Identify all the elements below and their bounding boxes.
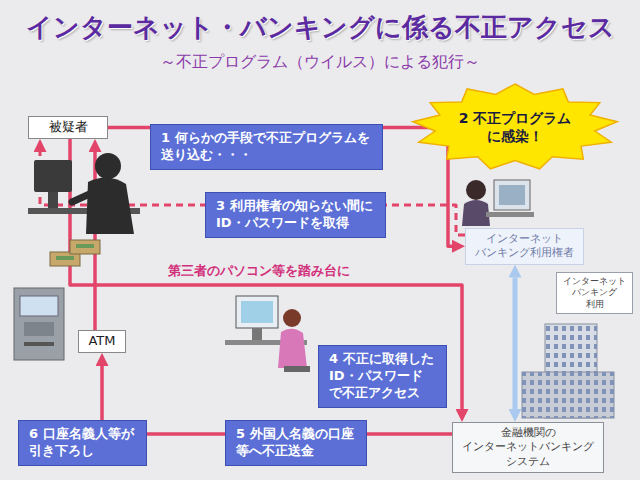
third-party-head <box>283 309 301 327</box>
atm-keypad <box>24 322 54 336</box>
monitor-stand <box>252 328 262 340</box>
box-text: 3 利用権者の知らない間に ID・パスワードを取得 <box>216 198 375 232</box>
suspect-body <box>86 177 134 234</box>
box-text: 1 何らかの手段で不正プログラムを 送り込む・・・ <box>161 130 372 164</box>
suspect-arm <box>72 192 94 202</box>
bank-wing <box>522 372 614 418</box>
step-box: 4 不正に取得した ID・パスワード で不正アクセス <box>318 345 447 408</box>
user-desk <box>486 212 534 217</box>
user-body <box>462 200 490 226</box>
flow-arrow <box>70 139 462 409</box>
atm-label: ATM <box>78 330 126 353</box>
flow-arrow <box>513 278 518 409</box>
third-party-screen <box>241 301 273 323</box>
user-head <box>466 180 486 200</box>
money-band <box>76 244 94 248</box>
subtitle: ～不正プログラム（ウイルス）による犯行～ <box>0 52 640 73</box>
third-party-body <box>278 329 307 368</box>
user-monitor <box>494 180 530 210</box>
box-text: インターネット バンキング利用権者 <box>474 232 575 261</box>
step-box: 3 利用権者の知らない間に ID・パスワードを取得 <box>205 192 386 238</box>
step-box: 6 口座名義人等が 引き下ろし <box>18 420 147 466</box>
burst-outline <box>410 82 620 172</box>
bank-windows <box>522 372 614 418</box>
usage-box: インターネット バンキング 利用 <box>556 272 633 314</box>
user-box: インターネット バンキング利用権者 <box>465 228 584 265</box>
bank-system-box: 金融機関の インターネットバンキング システム <box>452 422 604 473</box>
step-box: 1 何らかの手段で不正プログラムを 送り込む・・・ <box>150 124 383 170</box>
money-stack <box>70 240 100 254</box>
infection-burst: 2 不正プログラム に感染！ <box>410 82 620 172</box>
third-party-monitor <box>236 296 278 328</box>
box-text: 4 不正に取得した ID・パスワード で不正アクセス <box>329 351 436 402</box>
box-text: 被疑者 <box>48 119 89 136</box>
box-text: 5 外国人名義の口座 等へ不正送金 <box>236 426 356 460</box>
chair <box>284 366 310 372</box>
money-band <box>56 256 74 260</box>
atm-slot <box>24 342 54 346</box>
monitor <box>34 160 72 192</box>
atm-machine <box>14 288 64 360</box>
monitor-stand <box>48 192 58 208</box>
box-text: 2 不正プログラム に感染！ <box>458 109 573 145</box>
burst-shape <box>413 84 617 169</box>
user-screen <box>499 185 525 205</box>
box-text: ATM <box>87 333 117 350</box>
suspect-head <box>95 153 121 179</box>
box-text: インターネット バンキング 利用 <box>562 276 627 310</box>
note-label: 第三者のパソコン等を踏み台に <box>168 262 350 280</box>
box-text: 6 口座名義人等が 引き下ろし <box>29 426 136 460</box>
step-box: 5 外国人名義の口座 等へ不正送金 <box>225 420 367 466</box>
box-text: 金融機関の インターネットバンキング システム <box>461 426 595 469</box>
atm-screen <box>20 296 58 316</box>
slide-title: インターネット・バンキングに係る不正アクセス <box>0 10 640 45</box>
suspect-label: 被疑者 <box>28 116 108 139</box>
